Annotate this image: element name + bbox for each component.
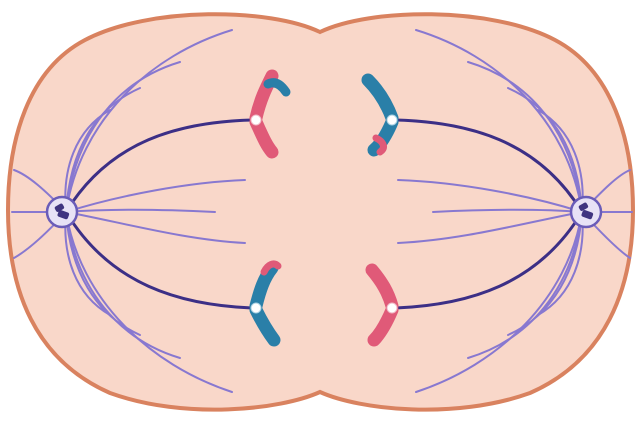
left-centrosome-icon [47,197,77,227]
cell-membrane [8,14,633,409]
right-centrosome-icon [571,197,601,227]
